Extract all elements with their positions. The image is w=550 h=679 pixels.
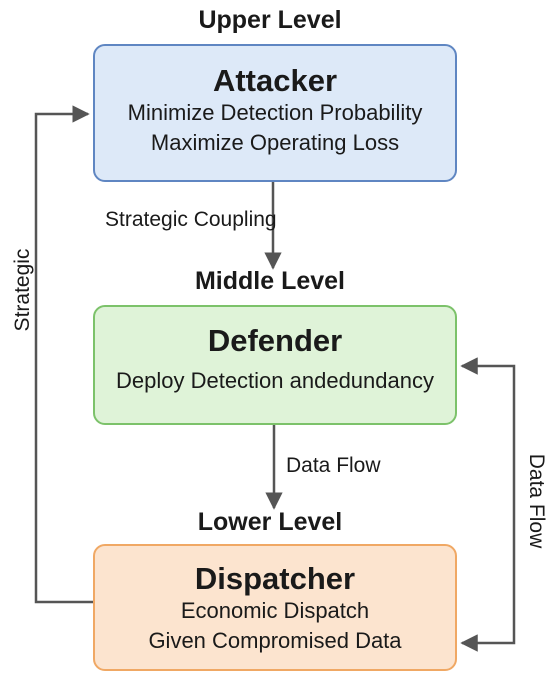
attacker-node: Attacker Minimize Detection Probability … xyxy=(93,44,457,182)
attacker-objective-2: Maximize Operating Loss xyxy=(150,130,400,155)
edge-label-data-flow-middle: Data Flow xyxy=(286,454,381,477)
dispatcher-objective-1: Economic Dispatch xyxy=(180,598,370,623)
edge-label-data-flow-right: Data Flow xyxy=(525,453,548,549)
arrow-dispatcher-to-attacker xyxy=(34,105,93,604)
upper-level-title: Upper Level xyxy=(198,6,342,34)
edge-label-strategic-coupling: Strategic Coupling xyxy=(105,208,277,231)
edge-label-strategic: Strategic xyxy=(11,248,34,332)
defender-node: Defender Deploy Detection andedundancy xyxy=(93,305,457,425)
dispatcher-node: Dispatcher Economic Dispatch Given Compr… xyxy=(93,544,457,671)
defender-title: Defender xyxy=(207,323,343,358)
dispatcher-title: Dispatcher xyxy=(194,561,356,596)
dispatcher-objective-2: Given Compromised Data xyxy=(148,628,402,653)
attacker-objective-1: Minimize Detection Probability xyxy=(127,100,423,125)
defender-objective: Deploy Detection andedundancy xyxy=(115,368,434,393)
middle-level-title: Middle Level xyxy=(194,267,346,295)
attacker-title: Attacker xyxy=(212,63,338,98)
lower-level-title: Lower Level xyxy=(197,508,343,536)
arrow-dispatcher-to-defender xyxy=(460,357,516,652)
